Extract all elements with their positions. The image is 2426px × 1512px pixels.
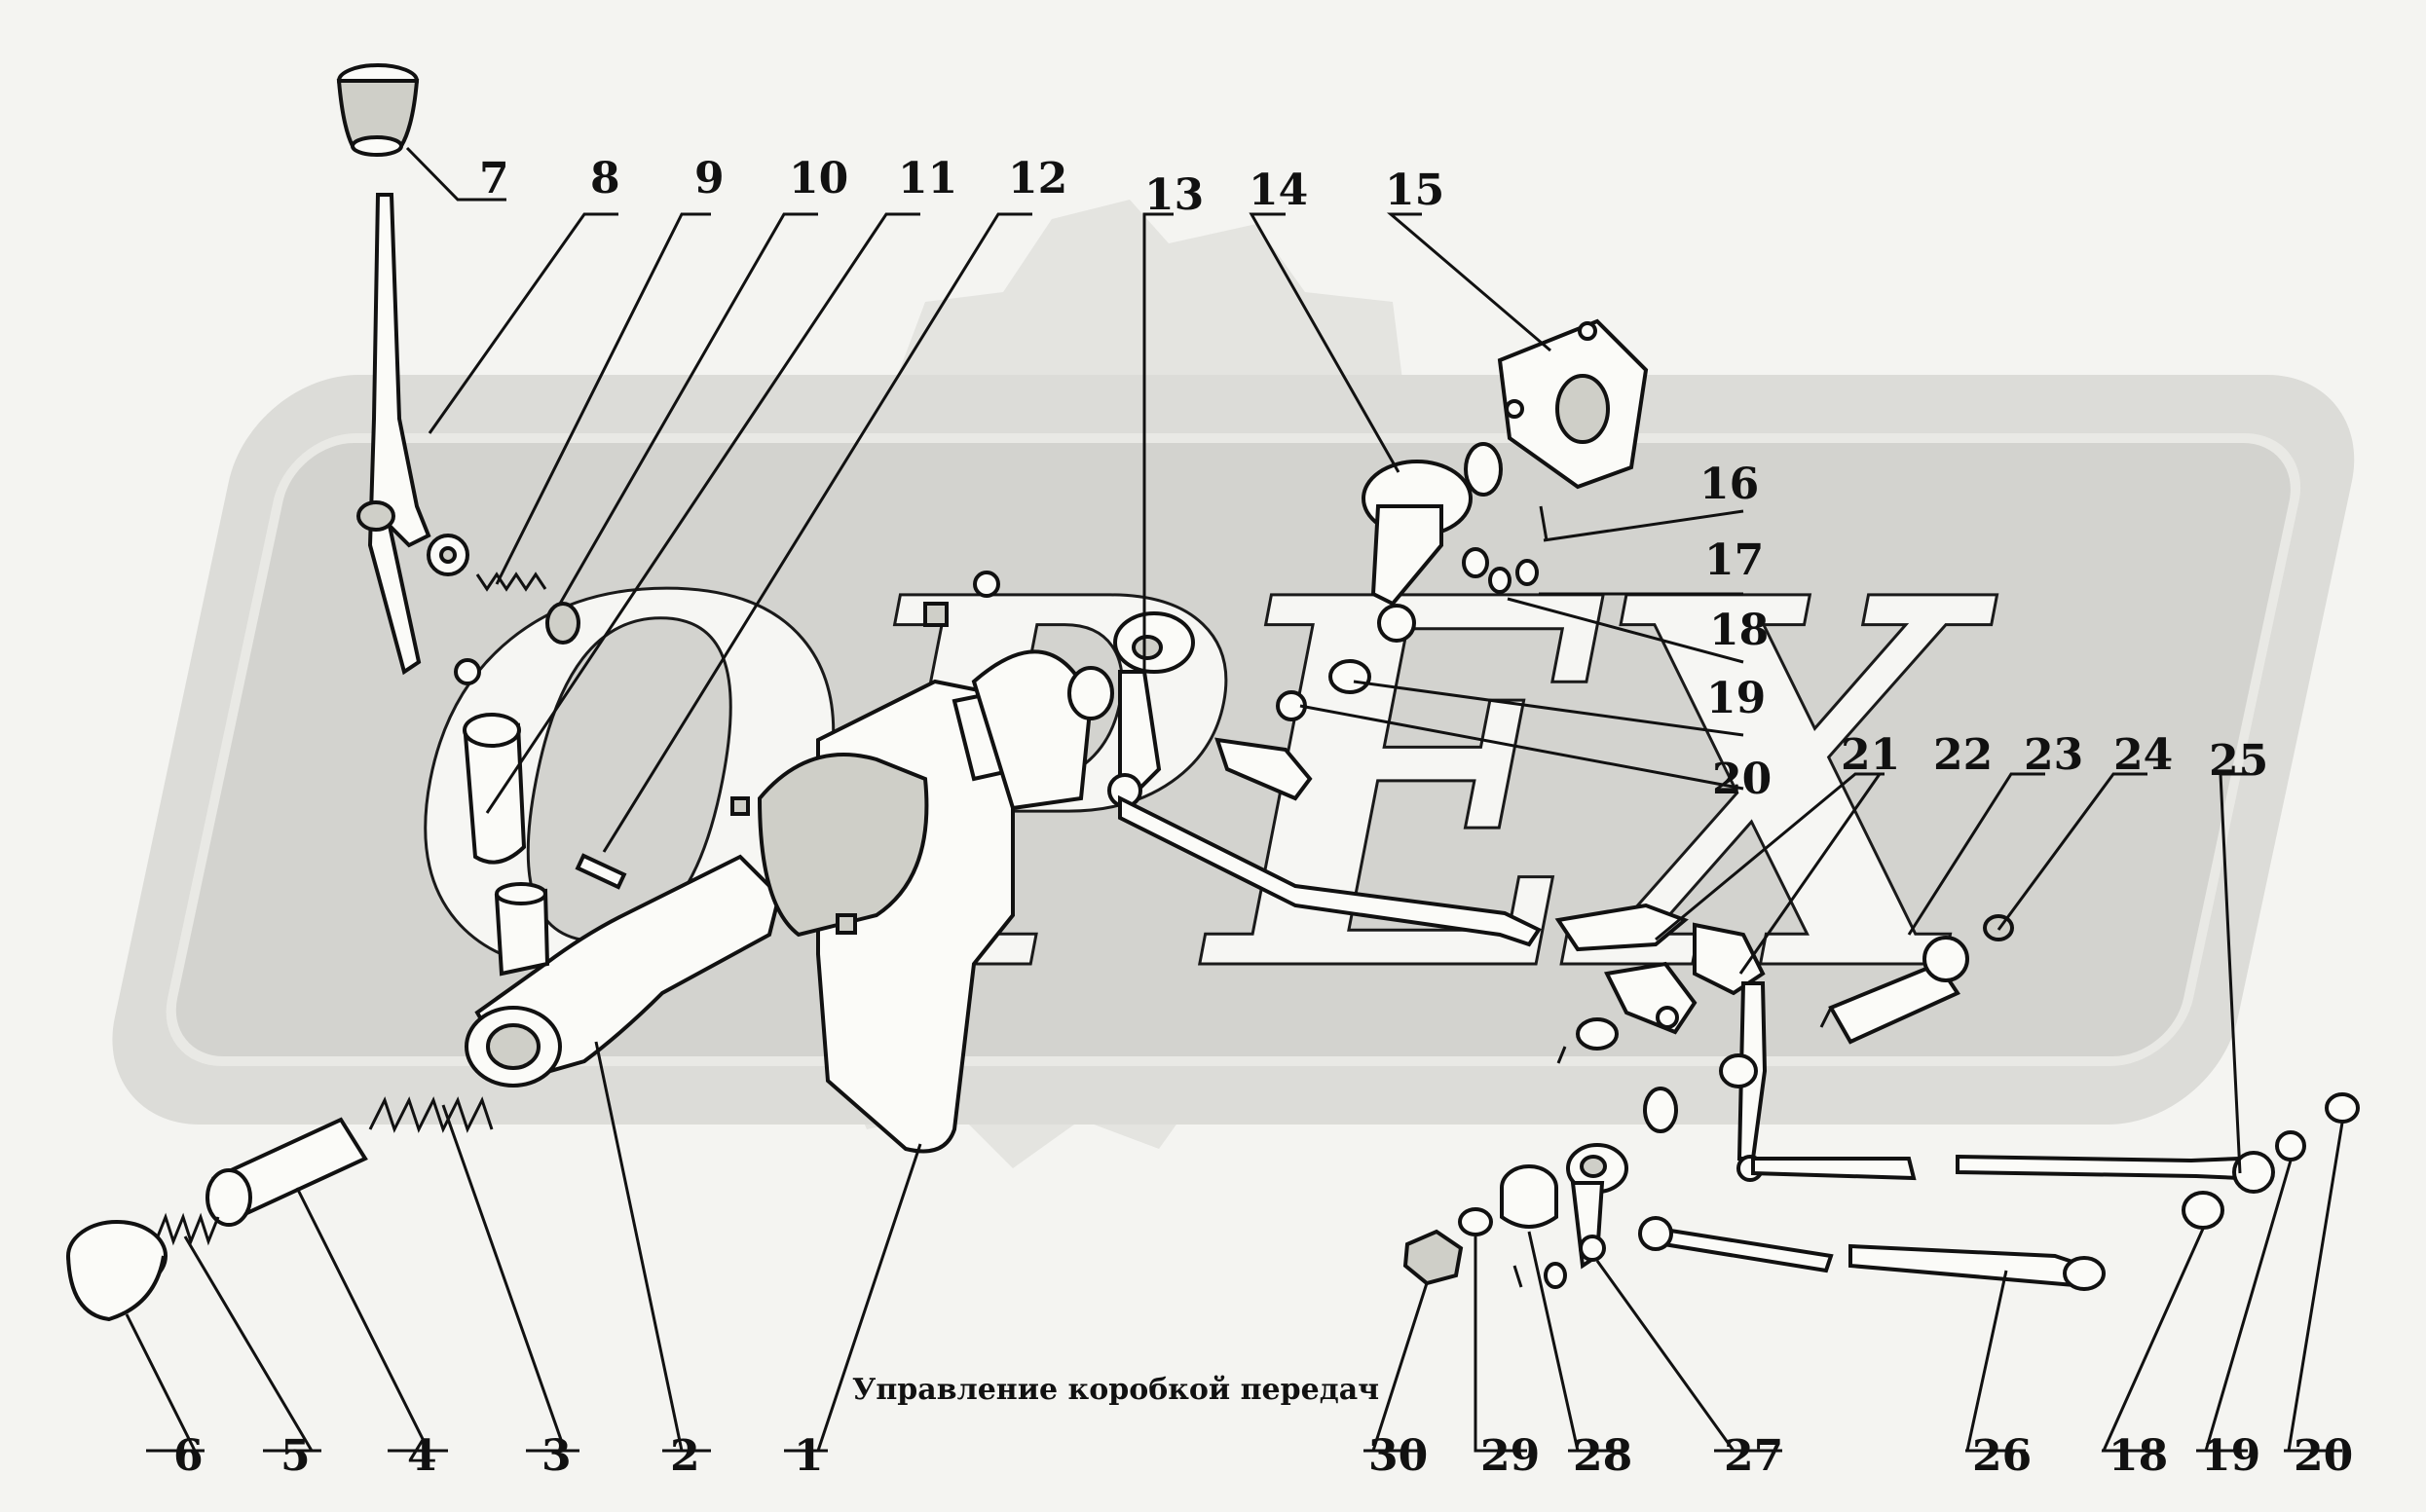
part-housing (465, 854, 782, 1088)
callout-12: 12 (1008, 154, 1067, 203)
callout-19: 19 (1706, 674, 1766, 723)
callout-18: 18 (1709, 606, 1769, 655)
part-washer-29 (1458, 1207, 1523, 1288)
callout-23: 23 (2024, 730, 2083, 780)
part-washer-large (1067, 666, 1114, 720)
part-bushing-small (545, 602, 580, 645)
part-stud (1819, 936, 1969, 1045)
callout-16: 16 (1699, 460, 1759, 509)
part-clevis (1604, 922, 1766, 1035)
part-lower-lever (1556, 1017, 1628, 1270)
callout-13: 13 (1144, 170, 1204, 220)
callout-28: 28 (1573, 1431, 1632, 1481)
part-spring-large (368, 1096, 494, 1133)
callout-17: 17 (1704, 535, 1764, 585)
callout-8: 8 (590, 154, 620, 203)
callout-14: 14 (1249, 166, 1308, 215)
part-plunger (205, 1117, 368, 1227)
part-pin (575, 853, 627, 890)
callout-6: 6 (173, 1431, 204, 1481)
callout-7: 7 (479, 154, 509, 203)
callout-15: 15 (1385, 166, 1444, 215)
callout-18-lower: 18 (2109, 1431, 2168, 1481)
diagram-caption: Управление коробкой передач (852, 1373, 1379, 1407)
callout-5: 5 (280, 1431, 311, 1481)
callout-labels: 7 8 9 10 11 12 13 14 15 16 17 18 19 20 2… (173, 154, 2353, 1481)
part-sleeve (463, 713, 527, 865)
callout-30: 30 (1368, 1431, 1428, 1481)
callout-24: 24 (2113, 730, 2173, 780)
part-bushing-28 (1500, 1164, 1558, 1229)
callout-9: 9 (694, 154, 725, 203)
part-nut-30 (1402, 1229, 1464, 1286)
part-plug (356, 500, 395, 532)
callout-4: 4 (407, 1431, 437, 1481)
part-bolts (730, 571, 1000, 935)
callout-20-lower: 20 (2294, 1431, 2353, 1481)
callout-21: 21 (1841, 730, 1900, 780)
callout-29: 29 (1480, 1431, 1540, 1481)
callout-10: 10 (789, 154, 848, 203)
callout-26: 26 (1972, 1431, 2032, 1481)
callout-2: 2 (670, 1431, 700, 1481)
part-spring-small (475, 572, 547, 592)
callout-1: 1 (794, 1431, 824, 1481)
part-flange (1497, 318, 1649, 490)
part-rod-upper (1118, 737, 1689, 952)
part-bracket-arm (1362, 460, 1473, 643)
callout-22: 22 (1933, 730, 1993, 780)
part-rod-25 (1751, 1151, 2275, 1194)
part-washers-upper (1276, 442, 1549, 721)
callout-25: 25 (2209, 736, 2268, 786)
part-cover-plate (757, 649, 1094, 1154)
callout-20: 20 (1712, 755, 1772, 804)
part-washers-right (2182, 1092, 2360, 1230)
part-cap-nut (66, 1220, 168, 1322)
part-spring-end (154, 1212, 220, 1246)
part-washer-mid (1544, 1087, 1678, 1289)
callout-27: 27 (1724, 1431, 1783, 1481)
part-lever-arm (1107, 611, 1195, 808)
callout-19-lower: 19 (2201, 1431, 2260, 1481)
part-rod-26 (1638, 1216, 2106, 1291)
part-knob (336, 63, 420, 157)
watermark-logo: OPEX (112, 200, 2355, 1168)
callout-11: 11 (898, 154, 957, 203)
callout-3: 3 (541, 1431, 572, 1481)
